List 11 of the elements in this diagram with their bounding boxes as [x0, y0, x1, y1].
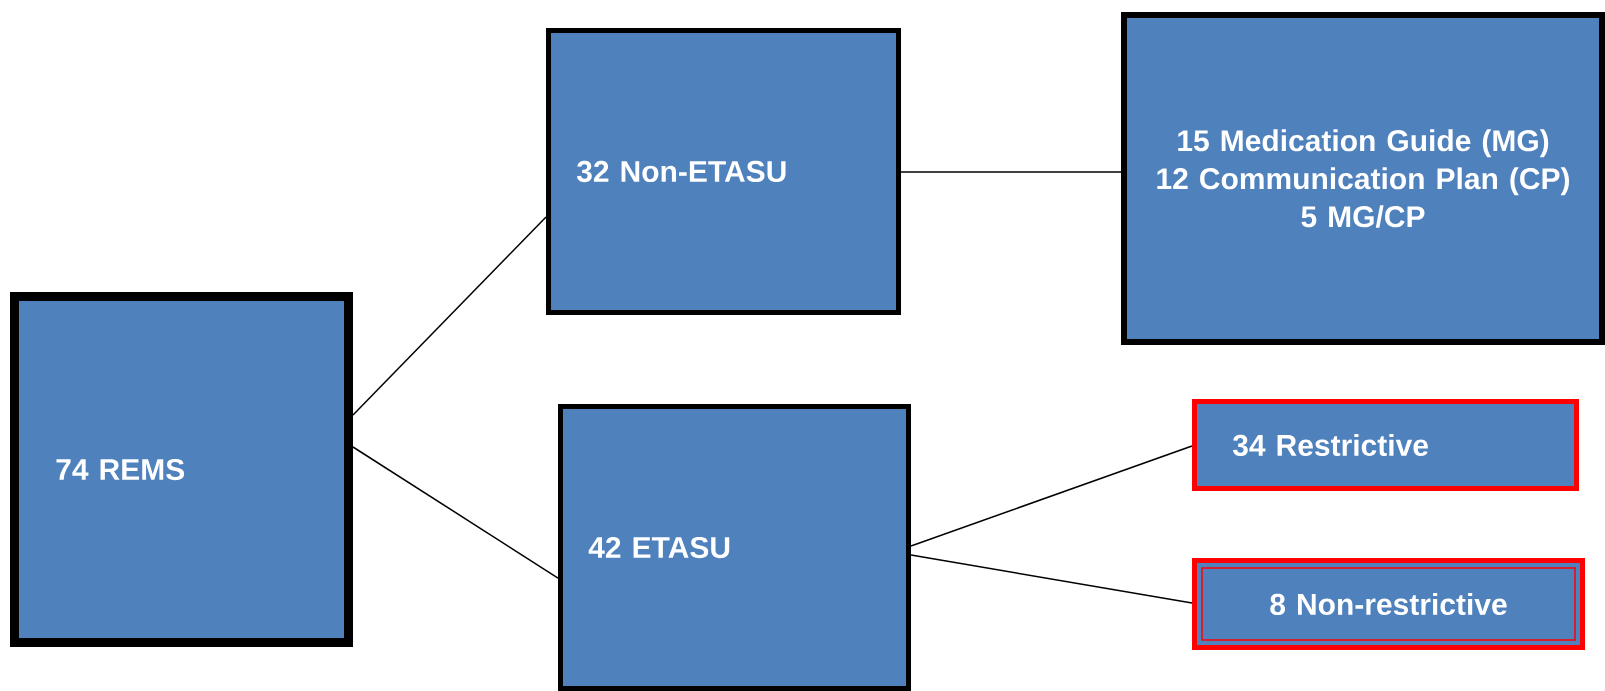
connector-line: [910, 445, 1193, 547]
text-box: 42 ETASU: [558, 404, 911, 691]
connector-line: [900, 171, 1122, 173]
text-box: 74 REMS: [10, 292, 353, 647]
text-box: 32 Non-ETASU: [546, 28, 901, 315]
connector-line: [352, 446, 559, 579]
text-box: 15 Medication Guide (MG) 12 Communication Plan (CP) 5 MG/CP: [1121, 12, 1605, 345]
text-box: 8 Non-restrictive: [1192, 558, 1585, 650]
text-box: 34 Restrictive: [1192, 399, 1579, 491]
connector-line: [352, 216, 547, 416]
connector-line: [910, 554, 1193, 604]
